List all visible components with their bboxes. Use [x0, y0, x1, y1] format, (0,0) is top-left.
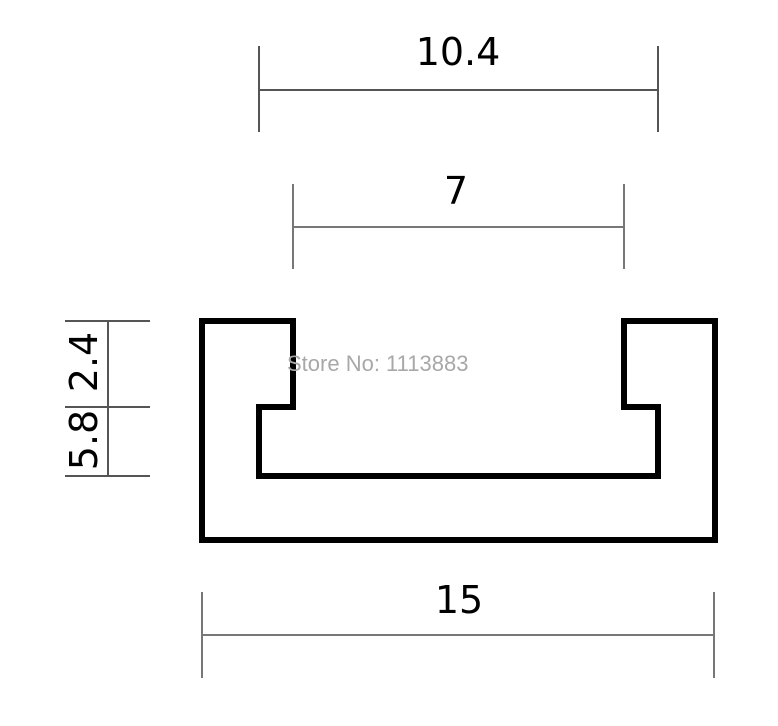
dimension-overall-width: 15	[201, 578, 715, 678]
dimension-label-overall-width: 15	[435, 578, 483, 622]
dimension-heights: 2.4 5.8	[62, 320, 150, 477]
dimension-label-slot-depth: 5.8	[62, 410, 106, 470]
profile-outline	[199, 318, 718, 543]
dimension-label-slot-width: 7	[444, 169, 468, 213]
dimension-top-opening: 10.4	[258, 30, 659, 132]
dimension-slot-width: 7	[292, 169, 625, 269]
watermark-text: Store No: 1113883	[287, 351, 468, 376]
dimension-label-top-opening: 10.4	[416, 30, 501, 74]
dimension-label-lip-height: 2.4	[62, 332, 106, 392]
